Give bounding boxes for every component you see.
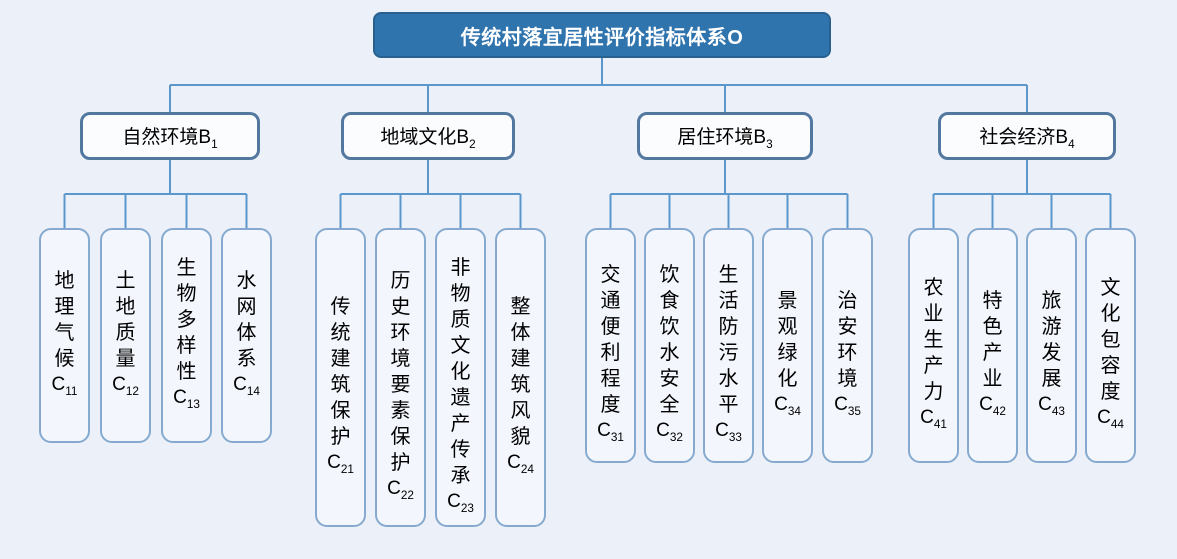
leaf-node-c23: 非物质文化遗产传承 C23	[435, 228, 486, 527]
leaf-label: 特色产业	[982, 289, 1003, 390]
leaf-code: C41	[920, 406, 947, 431]
leaf-node-c14: 水网体系 C14	[221, 228, 272, 443]
leaf-node-c31: 交通便利程度 C31	[585, 228, 636, 463]
leaf-label: 生活防污水平	[718, 263, 739, 416]
leaf-code: C43	[1038, 393, 1065, 418]
root-node: 传统村落宜居性评价指标体系O	[373, 12, 831, 58]
leaf-node-c13: 生物多样性 C13	[161, 228, 212, 443]
leaf-label: 农业生产力	[923, 276, 944, 403]
leaf-code: C33	[715, 419, 742, 444]
leaf-code: C42	[979, 393, 1006, 418]
leaf-node-c22: 历史环境要素保护 C22	[375, 228, 426, 527]
leaf-node-c21: 传统建筑保护 C21	[315, 228, 366, 527]
leaf-code: C32	[656, 419, 683, 444]
leaf-node-c24: 整体建筑风貌 C24	[495, 228, 546, 527]
leaf-code: C44	[1097, 406, 1124, 431]
leaf-label: 历史环境要素保护	[390, 269, 411, 474]
branch-label: 自然环境B1	[122, 126, 218, 151]
leaf-code: C31	[597, 419, 624, 444]
leaf-code: C12	[112, 373, 139, 398]
leaf-code: C34	[774, 393, 801, 418]
leaf-label: 传统建筑保护	[330, 295, 351, 448]
branch-label: 地域文化B2	[380, 126, 476, 151]
leaf-label: 景观绿化	[777, 289, 798, 390]
root-node-label: 传统村落宜居性评价指标体系O	[460, 26, 744, 49]
leaf-code: C22	[387, 477, 414, 502]
branch-node-social-economy: 社会经济B4	[938, 112, 1116, 160]
branch-node-living-environment: 居住环境B3	[637, 112, 813, 160]
leaf-code: C21	[327, 451, 354, 476]
leaf-label: 交通便利程度	[600, 263, 621, 416]
leaf-label: 非物质文化遗产传承	[450, 256, 471, 487]
leaf-label: 生物多样性	[176, 256, 197, 383]
leaf-code: C13	[173, 386, 200, 411]
leaf-code: C23	[447, 490, 474, 515]
leaf-node-c34: 景观绿化 C34	[762, 228, 813, 463]
leaf-label: 土地质量	[115, 269, 136, 370]
leaf-node-c33: 生活防污水平 C33	[703, 228, 754, 463]
leaf-node-c42: 特色产业 C42	[967, 228, 1018, 463]
leaf-label: 治安环境	[837, 289, 858, 390]
branch-node-natural-environment: 自然环境B1	[80, 112, 260, 160]
leaf-label: 文化包容度	[1100, 276, 1121, 403]
leaf-code: C11	[51, 373, 78, 398]
leaf-label: 旅游发展	[1041, 289, 1062, 390]
leaf-node-c32: 饮食饮水安全 C32	[644, 228, 695, 463]
leaf-node-c44: 文化包容度 C44	[1085, 228, 1136, 463]
leaf-node-c35: 治安环境 C35	[822, 228, 873, 463]
leaf-label: 水网体系	[236, 269, 257, 370]
leaf-node-c12: 土地质量 C12	[100, 228, 151, 443]
leaf-node-c43: 旅游发展 C43	[1026, 228, 1077, 463]
branch-label: 居住环境B3	[677, 126, 773, 151]
leaf-label: 饮食饮水安全	[659, 263, 680, 416]
leaf-code: C35	[834, 393, 861, 418]
leaf-label: 地理气候	[54, 269, 75, 370]
leaf-label: 整体建筑风貌	[510, 295, 531, 448]
leaf-node-c41: 农业生产力 C41	[908, 228, 959, 463]
leaf-code: C24	[507, 451, 534, 476]
branch-label: 社会经济B4	[979, 126, 1075, 151]
leaf-node-c11: 地理气候 C11	[39, 228, 90, 443]
leaf-code: C14	[233, 373, 260, 398]
branch-node-regional-culture: 地域文化B2	[341, 112, 515, 160]
